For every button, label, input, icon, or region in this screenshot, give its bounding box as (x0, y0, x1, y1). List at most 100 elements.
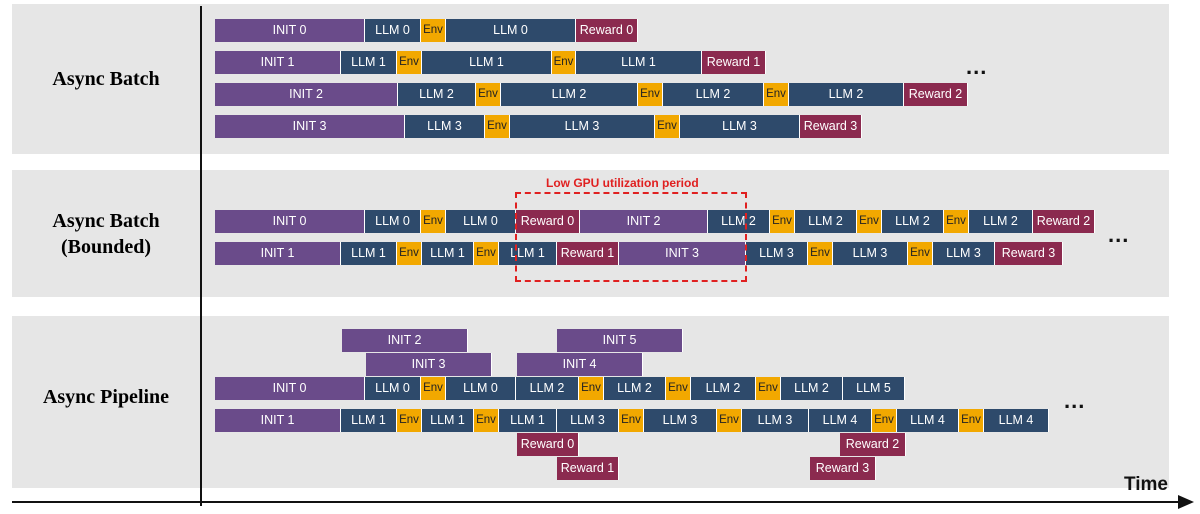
segment-llm: LLM 1 (576, 51, 702, 74)
segment-llm: LLM 1 (341, 409, 397, 432)
segment-llm: LLM 4 (897, 409, 959, 432)
segment-llm: LLM 2 (501, 83, 638, 106)
segment-env: Env (959, 409, 984, 432)
segment-llm: LLM 4 (984, 409, 1049, 432)
segment-reward: Reward 2 (904, 83, 968, 106)
vertical-axis (200, 6, 202, 506)
segment-init: INIT 2 (342, 329, 468, 352)
segment-reward: Reward 3 (800, 115, 862, 138)
segment-llm: LLM 2 (708, 210, 770, 233)
segment-env: Env (770, 210, 795, 233)
segment-env: Env (397, 51, 422, 74)
panel-label-async-pipeline: Async Pipeline (42, 386, 170, 408)
segment-llm: LLM 1 (499, 242, 557, 265)
segment-llm: LLM 1 (499, 409, 557, 432)
segment-llm: LLM 1 (422, 409, 474, 432)
segment-env: Env (857, 210, 882, 233)
segment-env: Env (397, 409, 422, 432)
segment-llm: LLM 0 (365, 19, 421, 42)
segment-llm: LLM 0 (365, 210, 421, 233)
segment-llm: LLM 2 (882, 210, 944, 233)
segment-init: INIT 0 (215, 210, 365, 233)
segment-env: Env (808, 242, 833, 265)
segment-llm: LLM 3 (833, 242, 908, 265)
segment-reward: Reward 0 (576, 19, 638, 42)
segment-llm: LLM 1 (422, 51, 552, 74)
segment-env: Env (552, 51, 576, 74)
segment-llm: LLM 3 (742, 409, 809, 432)
segment-env: Env (485, 115, 510, 138)
segment-llm: LLM 3 (933, 242, 995, 265)
ellipsis-async-pipeline: ... (1064, 388, 1086, 413)
segment-env: Env (421, 377, 446, 400)
segment-reward: Reward 3 (995, 242, 1063, 265)
panel-label-async-batch-bounded: Async Batch (Bounded) (52, 210, 160, 258)
segment-init: INIT 0 (215, 19, 365, 42)
segment-init: INIT 1 (215, 242, 341, 265)
segment-env: Env (944, 210, 969, 233)
segment-llm: LLM 2 (789, 83, 904, 106)
segment-llm: LLM 5 (843, 377, 905, 400)
segment-env: Env (476, 83, 501, 106)
segment-llm: LLM 2 (398, 83, 476, 106)
low-gpu-utilization-box (515, 192, 747, 282)
segment-reward: Reward 0 (517, 433, 579, 456)
segment-init: INIT 1 (215, 409, 341, 432)
ellipsis-async-batch: ... (966, 54, 988, 79)
segment-reward: Reward 1 (702, 51, 766, 74)
segment-env: Env (421, 19, 446, 42)
segment-llm: LLM 1 (341, 242, 397, 265)
segment-llm: LLM 2 (604, 377, 666, 400)
segment-llm: LLM 3 (680, 115, 800, 138)
segment-env: Env (579, 377, 604, 400)
segment-env: Env (764, 83, 789, 106)
segment-llm: LLM 3 (644, 409, 717, 432)
segment-env: Env (421, 210, 446, 233)
segment-llm: LLM 4 (809, 409, 872, 432)
segment-env: Env (655, 115, 680, 138)
segment-llm: LLM 2 (969, 210, 1033, 233)
time-axis (12, 501, 1182, 503)
segment-init: INIT 3 (215, 115, 405, 138)
segment-llm: LLM 1 (341, 51, 397, 74)
segment-env: Env (619, 409, 644, 432)
segment-env: Env (756, 377, 781, 400)
time-axis-label: Time (1124, 474, 1169, 495)
segment-llm: LLM 0 (365, 377, 421, 400)
segment-init: INIT 3 (366, 353, 492, 376)
ellipsis-async-batch-bounded: ... (1108, 222, 1130, 247)
segment-reward: Reward 1 (557, 457, 619, 480)
segment-env: Env (908, 242, 933, 265)
segment-env: Env (474, 242, 499, 265)
segment-llm: LLM 3 (510, 115, 655, 138)
segment-reward: Reward 1 (557, 242, 619, 265)
segment-llm: LLM 2 (781, 377, 843, 400)
segment-llm: LLM 2 (795, 210, 857, 233)
segment-llm: LLM 3 (557, 409, 619, 432)
segment-env: Env (474, 409, 499, 432)
segment-init: INIT 5 (557, 329, 683, 352)
segment-init: INIT 1 (215, 51, 341, 74)
segment-env: Env (638, 83, 663, 106)
segment-llm: LLM 2 (516, 377, 579, 400)
segment-init: INIT 2 (215, 83, 398, 106)
segment-init: INIT 2 (580, 210, 708, 233)
segment-reward: Reward 0 (516, 210, 580, 233)
segment-llm: LLM 0 (446, 377, 516, 400)
segment-env: Env (666, 377, 691, 400)
segment-llm: LLM 3 (746, 242, 808, 265)
segment-llm: LLM 0 (446, 19, 576, 42)
segment-llm: LLM 3 (405, 115, 485, 138)
segment-reward: Reward 2 (1033, 210, 1095, 233)
segment-env: Env (717, 409, 742, 432)
low-gpu-utilization-label: Low GPU utilization period (546, 176, 699, 190)
segment-llm: LLM 2 (663, 83, 764, 106)
segment-env: Env (872, 409, 897, 432)
segment-llm: LLM 2 (691, 377, 756, 400)
segment-env: Env (397, 242, 422, 265)
segment-reward: Reward 2 (840, 433, 906, 456)
segment-llm: LLM 1 (422, 242, 474, 265)
segment-llm: LLM 0 (446, 210, 516, 233)
time-axis-arrowhead-icon (1178, 495, 1194, 509)
segment-init: INIT 0 (215, 377, 365, 400)
